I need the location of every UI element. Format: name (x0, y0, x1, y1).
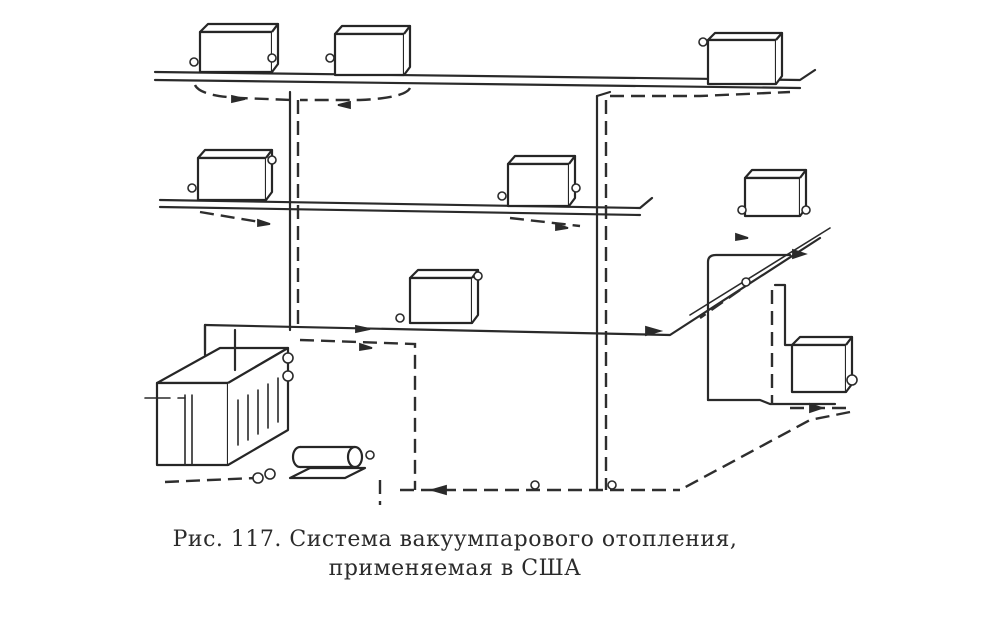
riser-left (288, 90, 300, 332)
boiler-return (164, 476, 256, 484)
middle-floor-radiator-1 (196, 148, 274, 202)
figure-caption-line-1: Рис. 117. Система вакуумпарового отоплен… (172, 527, 738, 552)
middle-floor-valves (187, 155, 581, 201)
vacuum-pump (252, 445, 375, 484)
basement-return-main (378, 480, 680, 505)
middle-floor-return (199, 210, 581, 228)
middle-floor-steam-main (158, 196, 654, 217)
top-floor-radiator-3 (706, 31, 784, 86)
flow-arrow (359, 342, 373, 352)
top-floor-radiator-1 (198, 22, 280, 74)
lower-floor-radiator (408, 268, 480, 325)
lower-floor-valves (395, 205, 858, 490)
flow-arrow (428, 484, 447, 496)
flow-arrow (735, 232, 749, 242)
flow-arrow (337, 100, 351, 110)
right-wing-radiator-upper (743, 168, 808, 218)
boiler-steam-header (203, 323, 237, 372)
lower-floor-return (299, 338, 417, 490)
boiler (144, 346, 294, 467)
right-wing-piping (679, 227, 851, 492)
figure-caption-line-2: применяемая в США (328, 556, 582, 581)
flow-arrow (555, 222, 569, 232)
top-floor-radiator-2 (333, 24, 412, 77)
riser-right (595, 90, 612, 492)
flow-arrow (645, 325, 664, 337)
top-floor-valves (189, 37, 708, 67)
flow-arrow (257, 218, 271, 228)
flow-arrow (355, 324, 371, 334)
right-wing-radiator-lower (790, 335, 854, 394)
middle-floor-radiator-2 (506, 154, 577, 208)
flow-arrow (792, 248, 808, 260)
flow-arrow (809, 402, 825, 414)
flow-arrow (231, 94, 246, 104)
